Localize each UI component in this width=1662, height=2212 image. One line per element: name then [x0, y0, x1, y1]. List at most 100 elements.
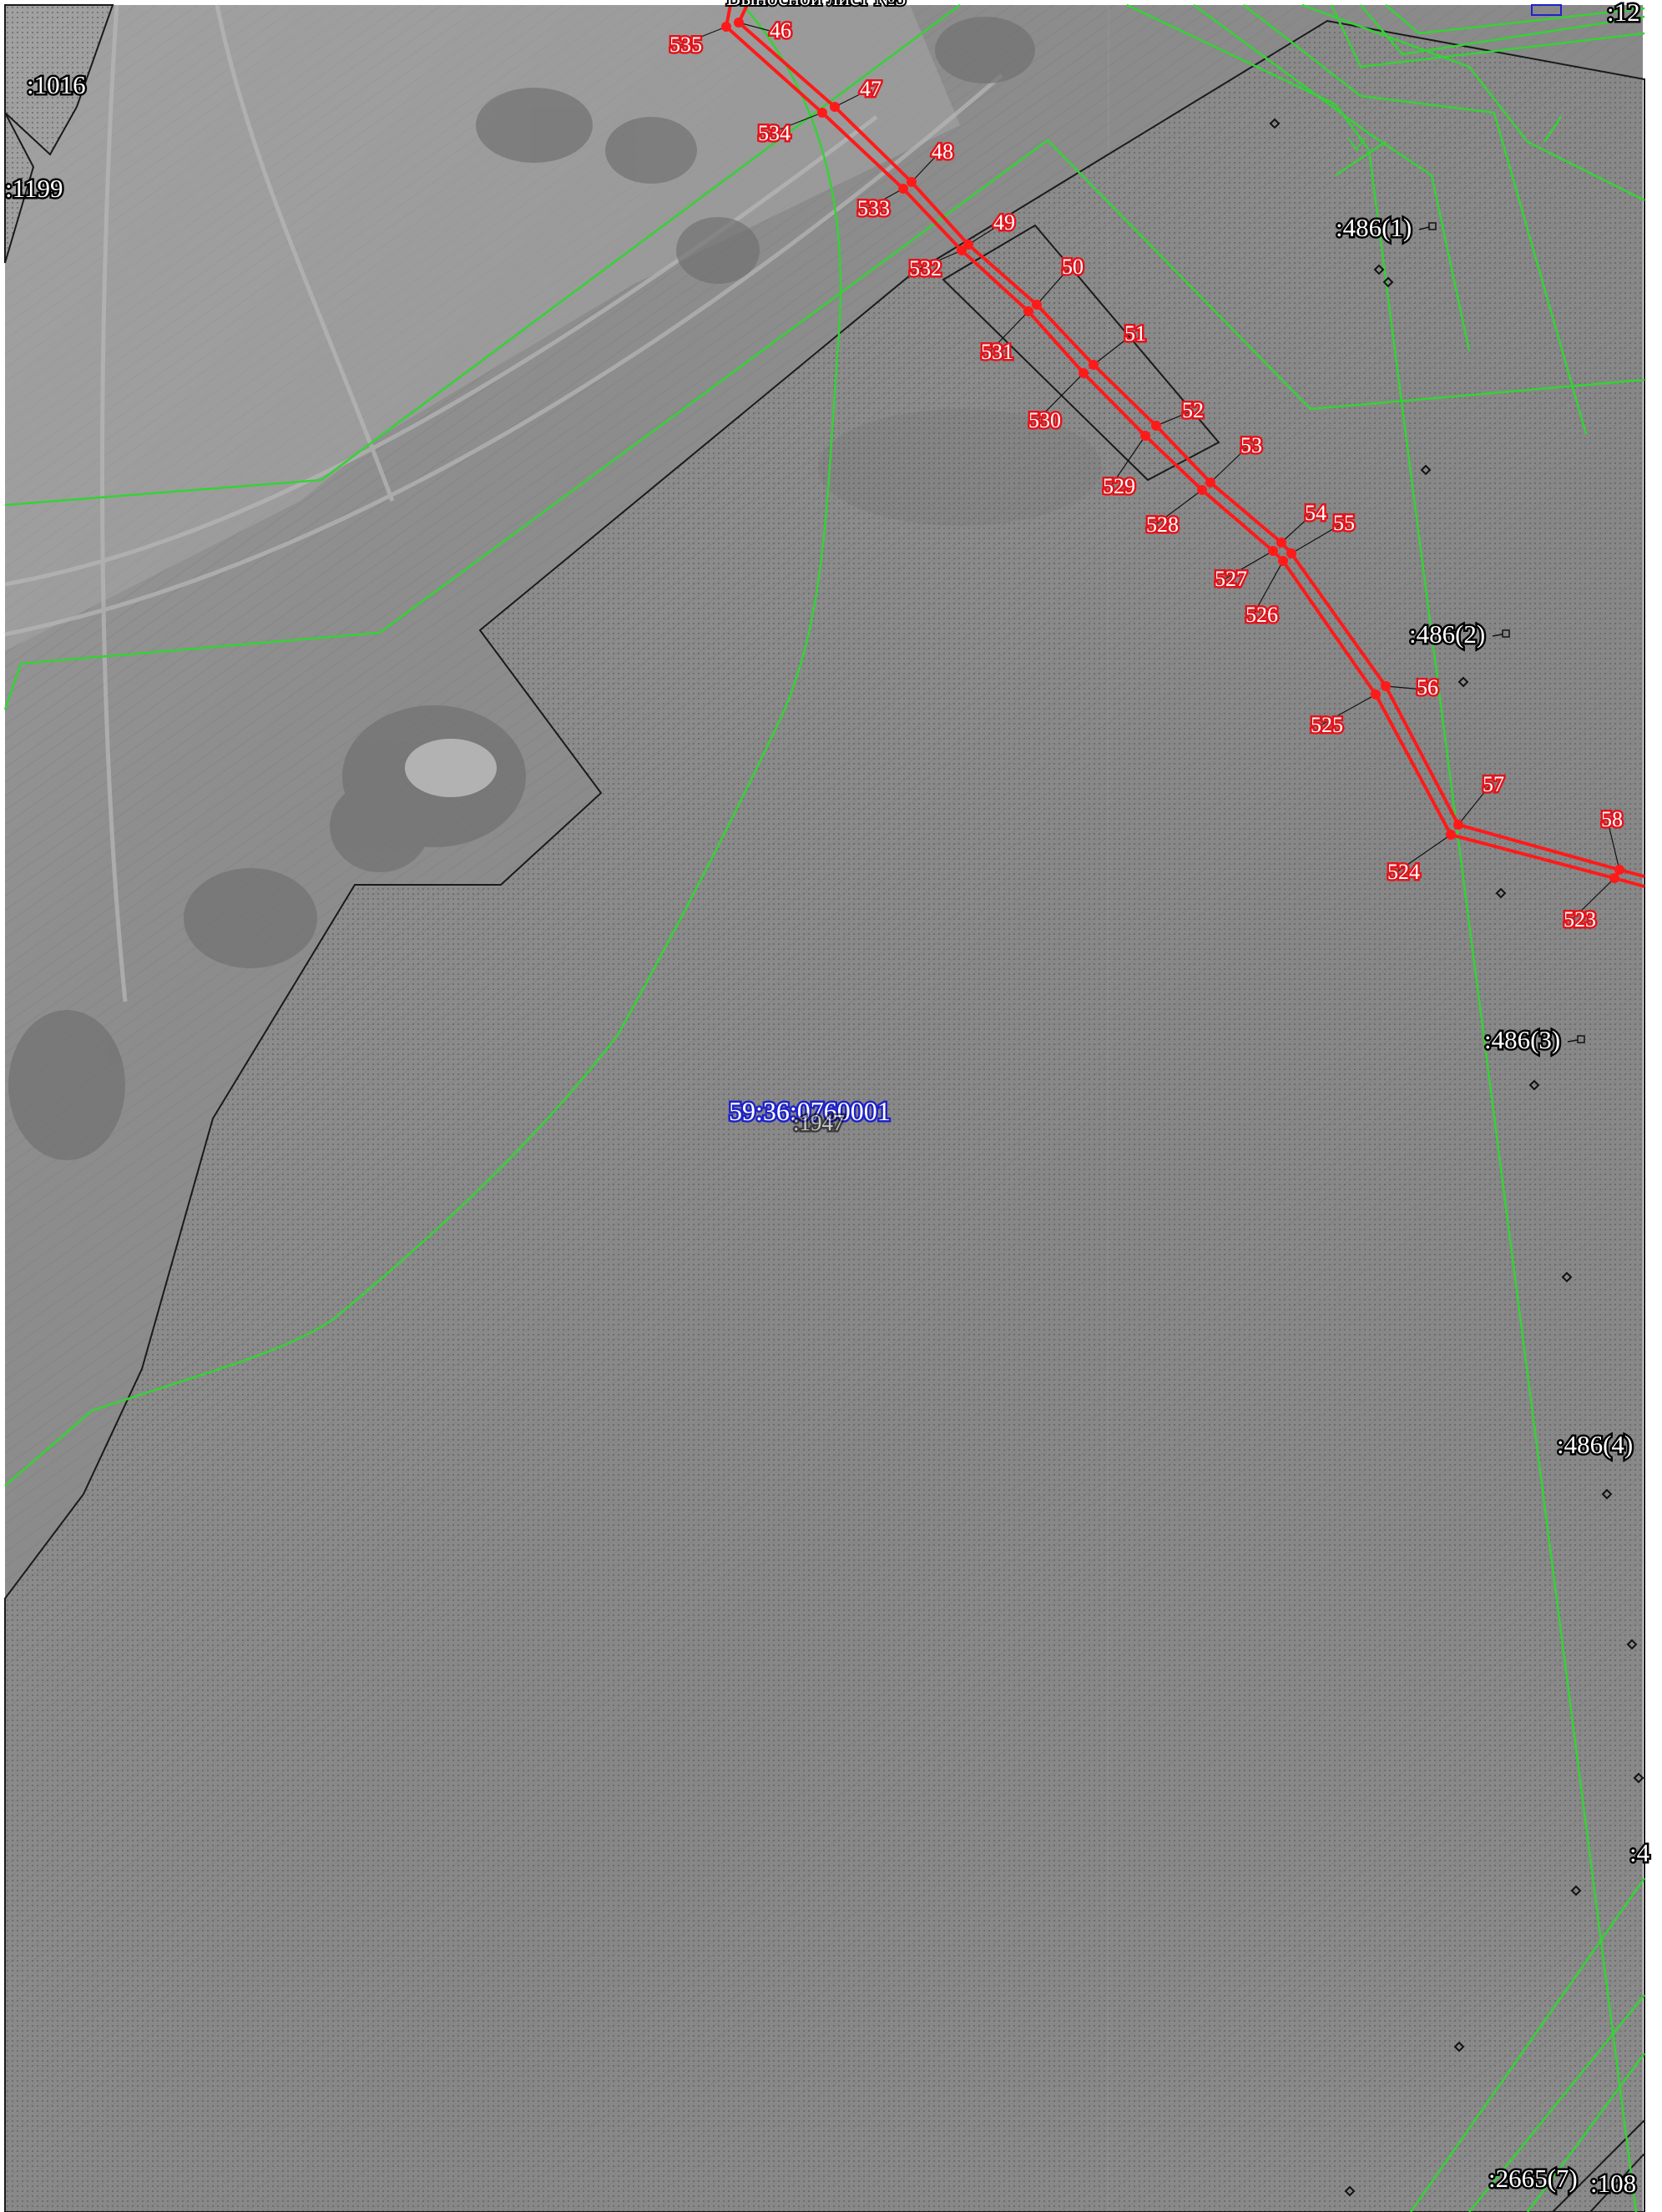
route-point-55-marker[interactable]	[1286, 548, 1296, 558]
route-point-523-marker[interactable]	[1609, 873, 1619, 883]
route-point-532-label: 532	[909, 256, 942, 280]
route-point-529-label: 529	[1103, 474, 1135, 498]
route-point-49-leader	[967, 224, 1001, 245]
route-point-530-label: 530	[1028, 408, 1061, 432]
parcel-label-4[interactable]: :4	[1628, 1836, 1653, 1870]
route-point-534-marker[interactable]	[817, 108, 827, 118]
route-point-526-leader	[1251, 560, 1284, 618]
route-point-533-leader	[863, 188, 904, 211]
route-point-532-marker[interactable]	[957, 245, 967, 255]
block-overlap-label: :1947	[793, 1110, 845, 1135]
parcel-label-486-2[interactable]: :486(2)	[1407, 618, 1488, 651]
route-point-534-leader	[764, 112, 823, 136]
parcel-1016[interactable]	[4, 4, 114, 156]
route-point-58-leader	[1607, 821, 1620, 871]
route-point-533-marker[interactable]	[898, 184, 908, 194]
route-point-47-marker[interactable]	[830, 102, 840, 112]
route-point-51-marker[interactable]	[1089, 360, 1099, 370]
blue-parcel-fragment	[1531, 4, 1562, 16]
route-point-523-label: 523	[1563, 907, 1596, 932]
route-point-47-leader	[834, 90, 867, 108]
parcel-label-486-1[interactable]: :486(1)	[1334, 211, 1414, 245]
route-point-46-marker[interactable]	[734, 18, 744, 28]
parcel-label-108[interactable]: :108	[1589, 2167, 1639, 2200]
route-point-527-marker[interactable]	[1268, 546, 1278, 556]
route-point-50-leader	[1036, 268, 1069, 306]
route-point-523-leader	[1569, 877, 1615, 922]
zone-boundaries	[3, 3, 1646, 2212]
parcel-108-edge	[1551, 2118, 1645, 2212]
route-point-530-leader	[1034, 372, 1084, 423]
route-point-55-leader	[1291, 524, 1341, 554]
route-point-50-label: 50	[1062, 255, 1084, 279]
route-point-534-label: 534	[758, 121, 791, 145]
route-point-526-marker[interactable]	[1278, 556, 1288, 566]
parcel-1947[interactable]	[4, 19, 1645, 2212]
route-point-531-leader	[987, 311, 1029, 355]
route-point-56-label: 56	[1417, 675, 1438, 699]
sheet-caption: Выносной лист №3	[726, 0, 906, 10]
parcel-1199[interactable]	[4, 112, 35, 264]
route-point-53-marker[interactable]	[1205, 477, 1215, 487]
route-point-58-marker[interactable]	[1614, 865, 1624, 875]
route-point-57-label: 57	[1483, 772, 1504, 796]
route-point-47-label: 47	[860, 77, 882, 101]
route-point-532-leader	[915, 250, 962, 271]
route-point-535-marker[interactable]	[721, 22, 731, 32]
route-point-525-leader	[1316, 694, 1377, 728]
parcel-label-12[interactable]: :12	[1605, 0, 1643, 29]
route-point-53-label: 53	[1240, 433, 1262, 457]
route-point-51-leader	[1093, 335, 1132, 366]
route-point-52-leader	[1155, 412, 1190, 427]
route-point-57-leader	[1457, 785, 1490, 826]
route-point-525-label: 525	[1311, 713, 1343, 737]
route-point-527-leader	[1220, 550, 1274, 582]
route-point-528-leader	[1152, 489, 1203, 528]
route-point-533-label: 533	[857, 196, 890, 220]
route-point-56-leader	[1385, 685, 1424, 690]
arrow-marker	[1347, 137, 1366, 152]
route-point-529-leader	[1109, 435, 1146, 489]
route-point-57-marker[interactable]	[1453, 820, 1463, 830]
parcel-label-1199[interactable]: :1199	[3, 172, 65, 205]
route-point-526-label: 526	[1245, 603, 1278, 627]
pylon-markers	[1269, 118, 1644, 2197]
route-point-52-marker[interactable]	[1151, 421, 1161, 431]
parcel-label-2665-7[interactable]: :2665(7)	[1487, 2162, 1580, 2195]
route-point-50-marker[interactable]	[1032, 300, 1042, 310]
route-point-531-label: 531	[981, 340, 1013, 364]
route-point-54-label: 54	[1305, 501, 1326, 525]
route-point-52-label: 52	[1182, 398, 1204, 422]
field-lighter-area	[5, 5, 960, 651]
route-point-527-label: 527	[1215, 567, 1247, 591]
route-point-58-label: 58	[1601, 807, 1623, 831]
route-point-46-label: 46	[770, 18, 791, 43]
route-point-56-marker[interactable]	[1381, 681, 1391, 691]
label-leaders	[1418, 222, 1585, 1043]
route-point-53-leader	[1210, 447, 1248, 483]
route-point-55-label: 55	[1333, 511, 1355, 535]
route-point-529-marker[interactable]	[1140, 431, 1150, 441]
clearing	[405, 739, 497, 797]
field-tracks	[4, 4, 1003, 1002]
route-point-528-label: 528	[1146, 513, 1179, 537]
route-point-54-marker[interactable]	[1276, 538, 1286, 548]
route-point-528-marker[interactable]	[1197, 485, 1207, 495]
parcel-label-1016[interactable]: :1016	[25, 68, 88, 102]
route-point-524-marker[interactable]	[1446, 830, 1456, 840]
route-point-48-leader	[911, 153, 939, 183]
route-point-525-marker[interactable]	[1371, 689, 1381, 699]
route-point-51-label: 51	[1124, 321, 1146, 346]
route-point-49-marker[interactable]	[963, 240, 973, 250]
route-point-531-marker[interactable]	[1023, 306, 1033, 316]
parcel-label-486-3[interactable]: :486(3)	[1483, 1023, 1563, 1057]
route-point-530-marker[interactable]	[1079, 368, 1089, 378]
route-point-48-label: 48	[932, 139, 953, 164]
route-point-524-leader	[1393, 834, 1452, 875]
parcel-label-486-4[interactable]: :486(4)	[1555, 1428, 1635, 1462]
route-point-48-marker[interactable]	[907, 177, 917, 187]
parcel-108-edge-2	[1589, 2153, 1645, 2212]
cadastral-block-label: 59:36:0760001	[729, 1096, 891, 1126]
